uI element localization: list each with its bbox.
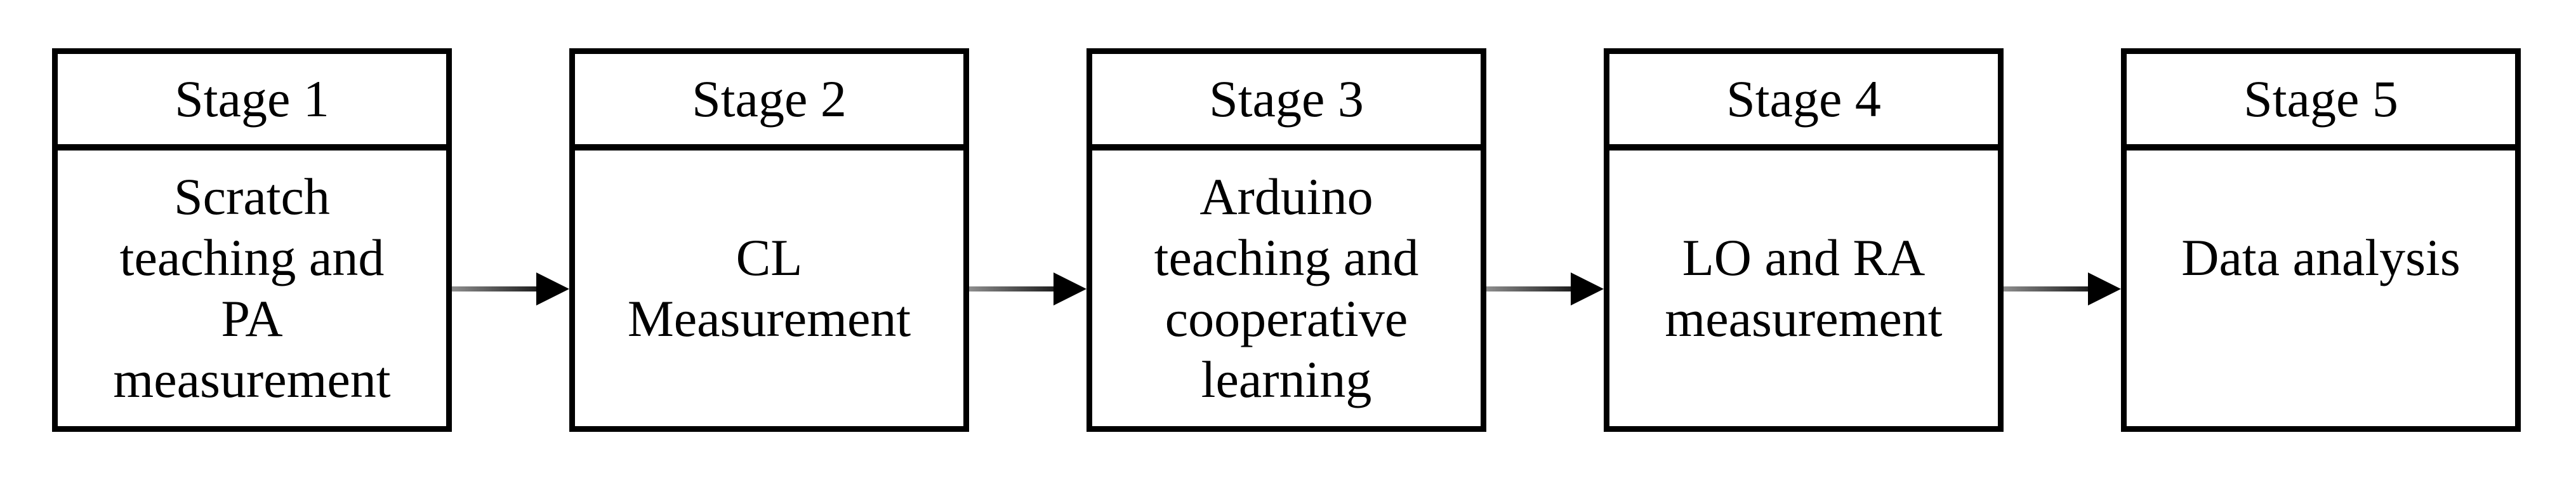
stage-4-body-text: LO and RA measurement bbox=[1665, 229, 1943, 347]
stage-1-header: Stage 1 bbox=[58, 54, 446, 151]
stage-1-body-text: Scratch teaching and PA measurement bbox=[113, 168, 391, 408]
arrow-stage1-to-stage2 bbox=[452, 48, 569, 432]
stage-3-box: Stage 3 Arduino teaching and cooperative… bbox=[1087, 48, 1486, 432]
stage-1-title: Stage 1 bbox=[175, 70, 329, 128]
arrow-head-icon bbox=[2088, 272, 2121, 305]
arrow-stage4-to-stage5 bbox=[2004, 48, 2121, 432]
stage-flow-row: Stage 1 Scratch teaching and PA measurem… bbox=[52, 48, 2521, 432]
stage-3-body-text: Arduino teaching and cooperative learnin… bbox=[1154, 168, 1419, 408]
arrow-head-icon bbox=[1054, 272, 1087, 305]
stage-2-header: Stage 2 bbox=[575, 54, 963, 151]
stage-1-box: Stage 1 Scratch teaching and PA measurem… bbox=[52, 48, 452, 432]
stage-5-title: Stage 5 bbox=[2243, 70, 2398, 128]
stage-2-box: Stage 2 CL Measurement bbox=[569, 48, 969, 432]
stage-2-body: CL Measurement bbox=[575, 151, 963, 426]
stage-4-box: Stage 4 LO and RA measurement bbox=[1604, 48, 2004, 432]
stage-5-body-text: Data analysis bbox=[2181, 229, 2460, 286]
stage-5-header: Stage 5 bbox=[2127, 54, 2515, 151]
stage-4-header: Stage 4 bbox=[1609, 54, 1998, 151]
arrow-shaft bbox=[969, 286, 1056, 291]
arrow-shaft bbox=[1486, 286, 1573, 291]
stage-3-title: Stage 3 bbox=[1209, 70, 1364, 128]
stage-4-title: Stage 4 bbox=[1726, 70, 1881, 128]
arrow-head-icon bbox=[1571, 272, 1604, 305]
stage-5-box: Stage 5 Data analysis bbox=[2121, 48, 2521, 432]
arrow-shaft bbox=[2004, 286, 2091, 291]
stage-2-title: Stage 2 bbox=[692, 70, 847, 128]
stage-3-header: Stage 3 bbox=[1092, 54, 1481, 151]
arrow-shaft bbox=[452, 286, 539, 291]
arrow-head-icon bbox=[536, 272, 569, 305]
stage-5-body: Data analysis bbox=[2127, 151, 2515, 426]
stage-3-body: Arduino teaching and cooperative learnin… bbox=[1092, 151, 1481, 426]
stage-4-body: LO and RA measurement bbox=[1609, 151, 1998, 426]
arrow-stage3-to-stage4 bbox=[1486, 48, 1604, 432]
stage-2-body-text: CL Measurement bbox=[627, 229, 911, 347]
stage-1-body: Scratch teaching and PA measurement bbox=[58, 151, 446, 426]
arrow-stage2-to-stage3 bbox=[969, 48, 1087, 432]
